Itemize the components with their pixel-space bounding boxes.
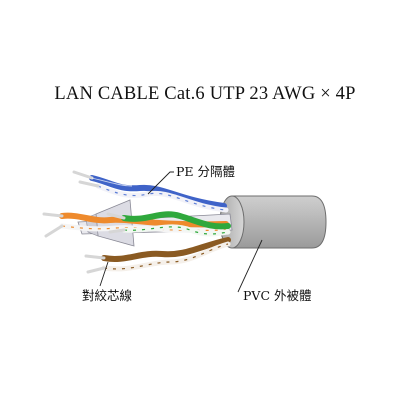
leader-jacket bbox=[237, 239, 263, 293]
green-pair bbox=[106, 211, 231, 237]
leader-lines bbox=[99, 171, 263, 293]
label-twisted-pairs: 對絞芯線 bbox=[82, 288, 133, 303]
leader-separator bbox=[147, 171, 174, 195]
brown-pair bbox=[84, 237, 231, 274]
leader-twisted-pairs bbox=[99, 261, 109, 287]
label-pvc-jacket: PVC 外被體 bbox=[243, 288, 311, 303]
diagram-title: LAN CABLE Cat.6 UTP 23 AWG × 4P bbox=[54, 84, 356, 104]
pvc-jacket bbox=[219, 195, 327, 249]
label-pe-separator: PE 分隔體 bbox=[176, 164, 235, 179]
